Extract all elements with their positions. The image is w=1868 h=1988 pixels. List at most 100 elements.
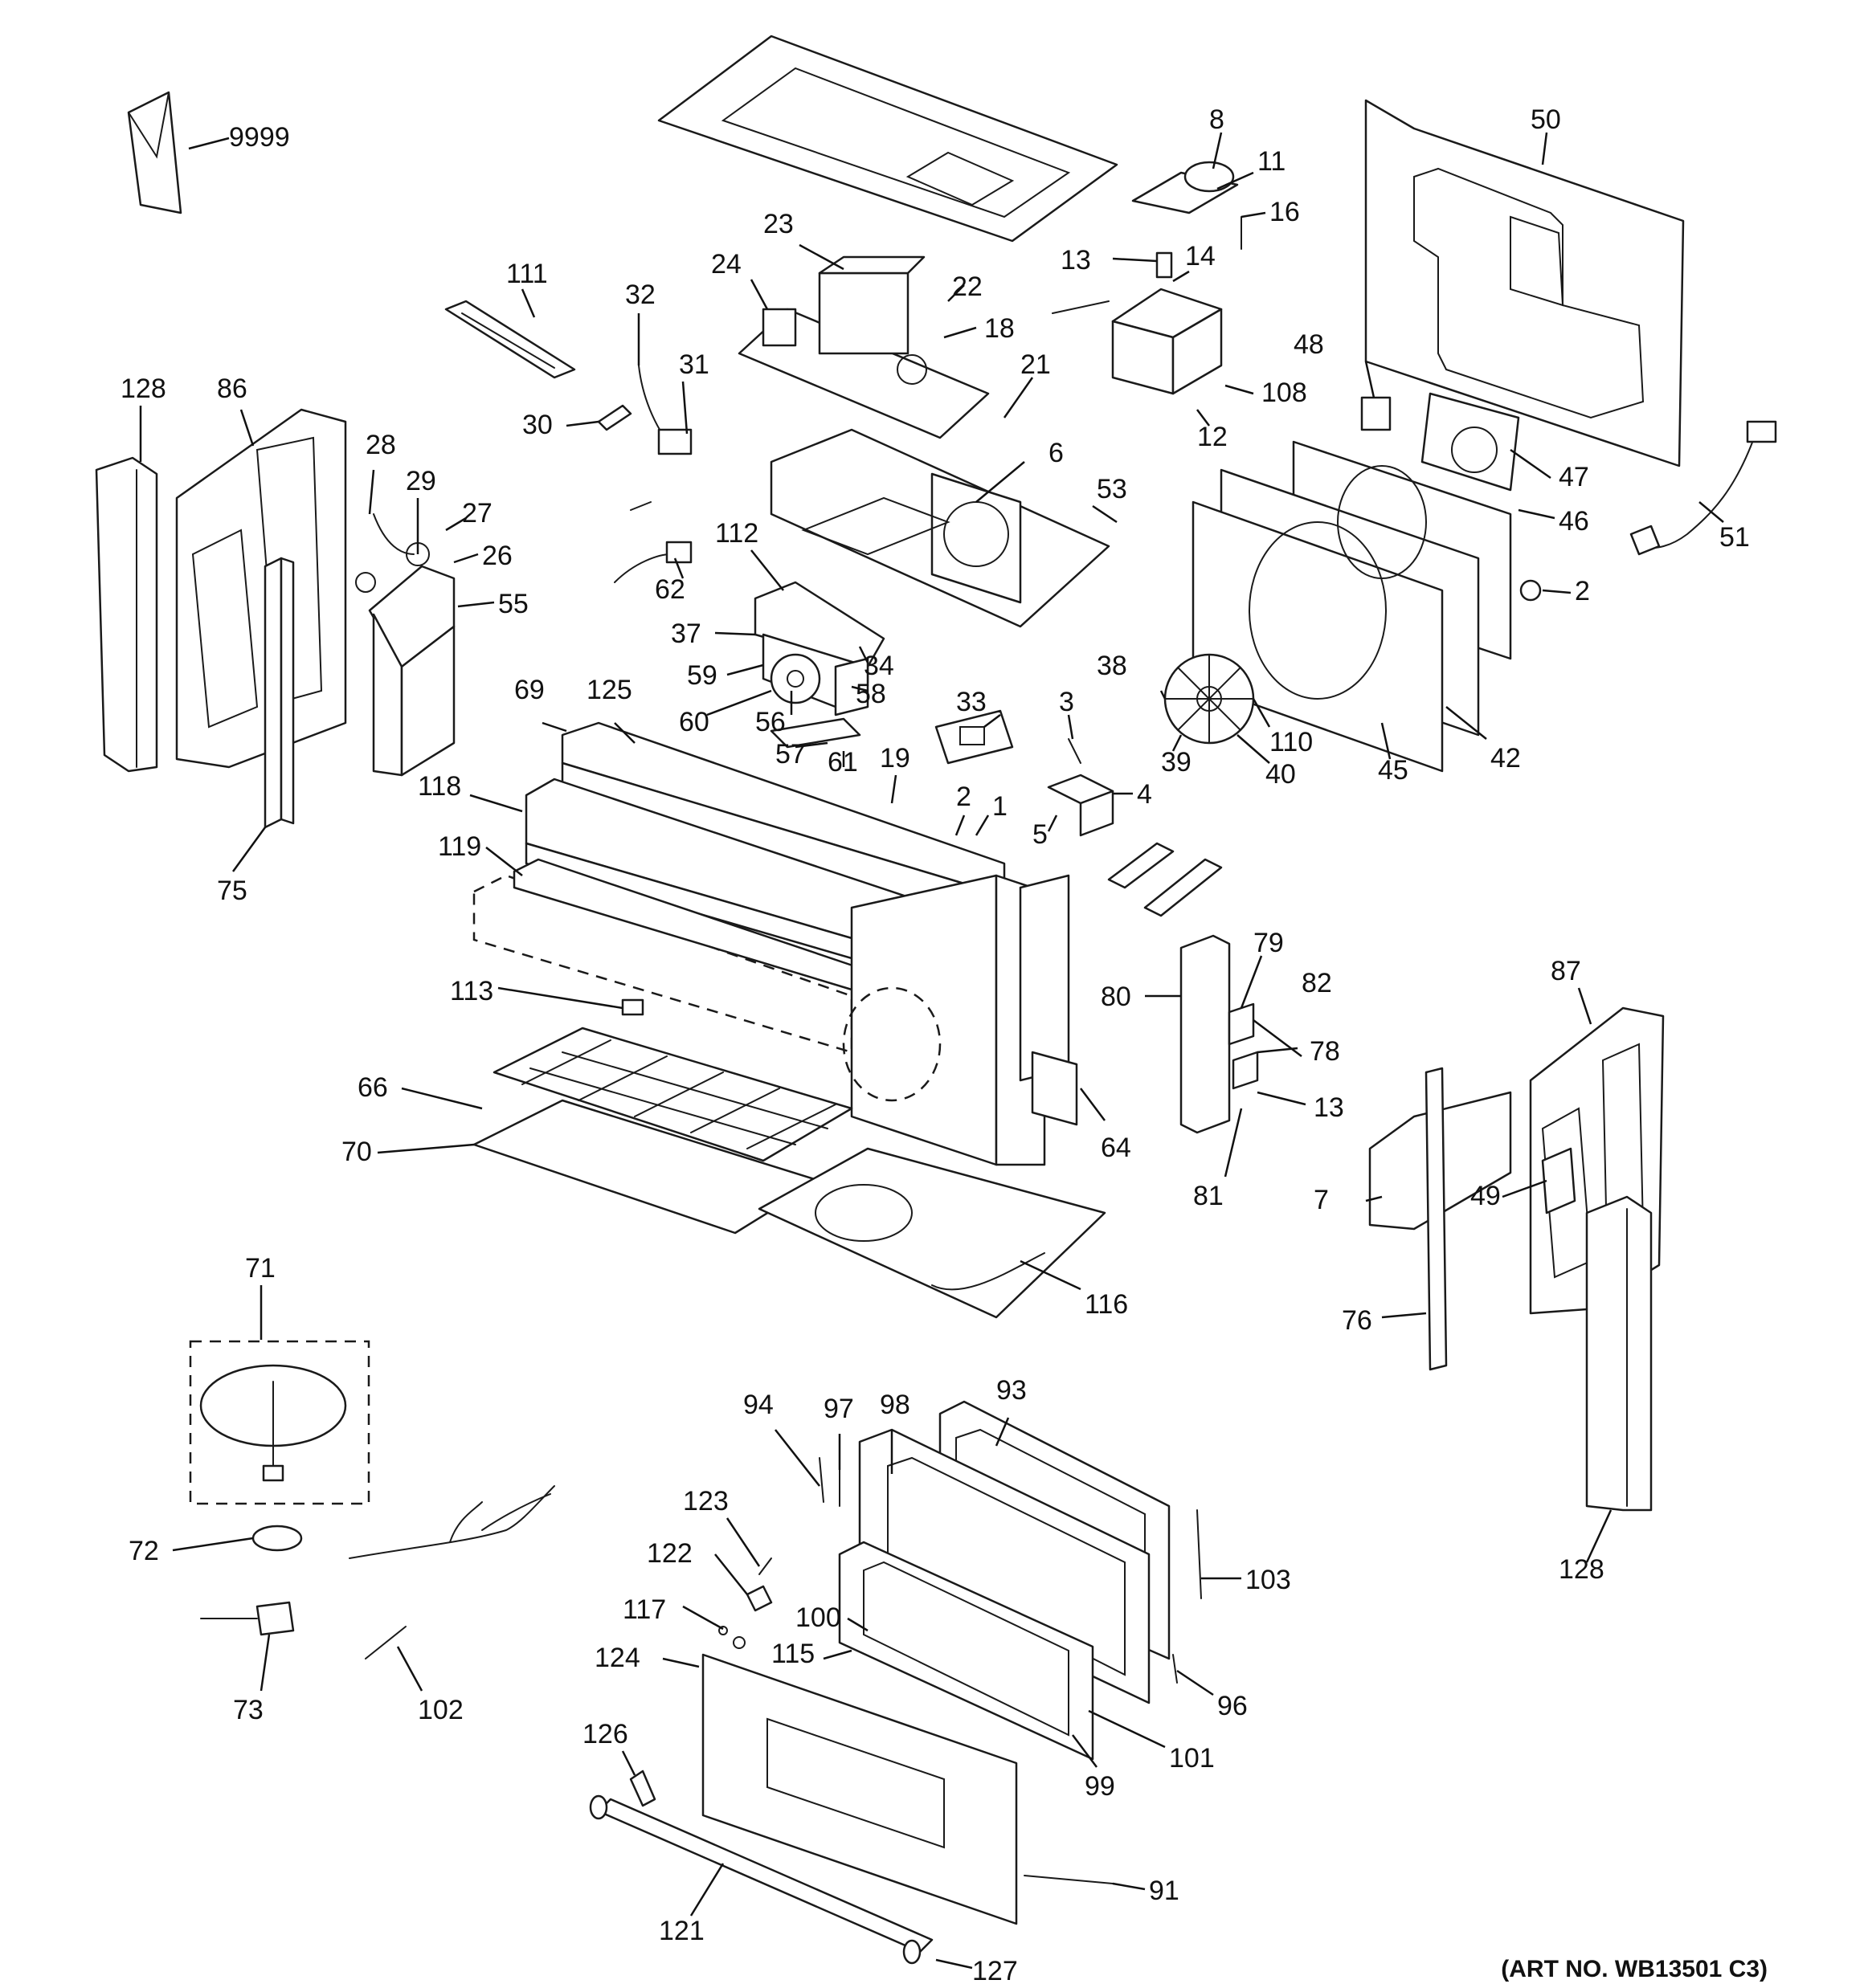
callout-label: 128: [1559, 1554, 1604, 1585]
part-rear-panel-50: [1364, 99, 1685, 467]
callout-label: 12: [1197, 422, 1228, 452]
art-number-label: (ART NO. WB13501 C3): [1501, 1956, 1768, 1982]
part-main-wire-harness: [349, 1485, 555, 1559]
callout-label: 58: [856, 679, 886, 709]
part-display-33: [934, 709, 1014, 765]
part-rod-91: [1024, 1875, 1114, 1884]
callout-label: 98: [880, 1390, 910, 1420]
callout-label: 11: [1257, 146, 1286, 177]
part-gasket-49: [1541, 1147, 1576, 1214]
callout-label: 39: [1161, 747, 1192, 778]
callout-label: 2: [1575, 576, 1590, 606]
callout-label: 49: [1470, 1181, 1501, 1211]
callout-label: 22: [952, 271, 983, 302]
callout-label: 5: [1032, 819, 1048, 850]
part-fan-blade-40: [1163, 653, 1255, 745]
callout-label: 48: [1294, 329, 1324, 360]
callout-label: 40: [1265, 759, 1296, 790]
callout-label: 2: [956, 782, 971, 812]
callout-label: 37: [671, 618, 701, 649]
callout-label: 6: [1048, 438, 1064, 468]
callout-label: 45: [1378, 755, 1408, 786]
callout-label: 97: [824, 1394, 854, 1424]
callout-label: 55: [498, 589, 529, 619]
callout-label: 60: [679, 707, 709, 737]
part-literature-envelope: [127, 91, 182, 214]
callout-label: 100: [795, 1602, 841, 1633]
callout-label: 113: [450, 976, 493, 1006]
callout-label: 128: [121, 374, 166, 404]
callout-label: 125: [587, 675, 632, 705]
part-convection-fan-motor: [1360, 392, 1520, 492]
callout-label: 123: [683, 1486, 729, 1517]
part-oven-rack-66: [493, 1027, 853, 1162]
callout-label: 53: [1097, 474, 1127, 504]
callout-label: 124: [595, 1643, 640, 1673]
callout-label: 91: [1149, 1876, 1179, 1906]
part-transformer-board: [738, 255, 990, 439]
callout-label: 81: [1193, 1181, 1224, 1211]
part-drawings: [95, 35, 1777, 1965]
part-side-rail-75: [264, 557, 295, 829]
callout-label: 13: [1314, 1092, 1344, 1123]
callout-label: 78: [1310, 1036, 1340, 1067]
part-door-inner-115: [838, 1541, 1094, 1761]
callout-label: 86: [217, 374, 247, 404]
callout-label: 116: [1085, 1289, 1128, 1320]
callout-label: 9999: [229, 122, 290, 153]
part-side-panel-86: [175, 408, 347, 769]
part-sensor-73: [200, 1601, 295, 1636]
callout-label: 27: [462, 498, 493, 529]
part-top-cover: [657, 35, 1118, 243]
callout-label: 34: [864, 651, 894, 681]
callout-label: 13: [1061, 245, 1091, 276]
callout-label: 21: [1020, 349, 1051, 380]
callout-label: 47: [1559, 462, 1589, 492]
part-plate-64: [1031, 1051, 1078, 1126]
callout-label: 127: [972, 1956, 1018, 1986]
callout-label: 70: [341, 1137, 372, 1167]
callout-label: 30: [522, 410, 553, 440]
callout-label: 26: [482, 541, 513, 571]
part-door-frame-118: [525, 778, 942, 986]
part-vent-trim-111: [444, 300, 576, 379]
callout-label: 33: [956, 687, 987, 717]
callout-label: 118: [418, 771, 461, 802]
callout-label: 122: [647, 1538, 693, 1569]
callout-label: 29: [406, 466, 436, 496]
callout-label: 23: [763, 209, 794, 239]
callout-label: 71: [245, 1253, 276, 1284]
callout-label: 115: [771, 1639, 815, 1669]
part-probe-102: [365, 1626, 407, 1659]
part-relay-bracket-14: [1052, 251, 1223, 395]
part-thermostat-8: [1131, 161, 1242, 250]
part-harness-62: [614, 501, 693, 583]
part-hinge-94: [819, 1457, 840, 1507]
callout-label: 126: [582, 1719, 628, 1749]
callout-label: 64: [1101, 1133, 1131, 1163]
callout-label: 56: [755, 707, 786, 737]
part-fan-cover-42: [1192, 440, 1512, 773]
callout-label: 73: [233, 1695, 264, 1725]
callout-label: 14: [1185, 241, 1216, 271]
part-motor-72: [251, 1525, 303, 1552]
callout-label: 108: [1261, 378, 1307, 408]
callout-label: 51: [1719, 522, 1750, 553]
callout-label: 101: [1169, 1743, 1215, 1774]
callout-label: 72: [129, 1536, 159, 1566]
callout-label: 111: [506, 259, 548, 289]
callout-label: 59: [687, 660, 717, 691]
part-side-trim-128-right: [1585, 1195, 1653, 1512]
part-clip-113: [621, 998, 644, 1016]
leader-lines: [139, 132, 1724, 1970]
callout-label: 87: [1551, 956, 1581, 986]
callout-label: 103: [1245, 1565, 1291, 1595]
part-latch-4: [1047, 738, 1114, 837]
callout-label: 42: [1490, 743, 1521, 774]
callout-label: 18: [984, 313, 1015, 344]
callout-label: 110: [1269, 727, 1313, 757]
part-bottom-panel-116: [758, 1147, 1106, 1319]
callout-label: 119: [438, 831, 481, 862]
callout-label: 50: [1531, 104, 1561, 135]
